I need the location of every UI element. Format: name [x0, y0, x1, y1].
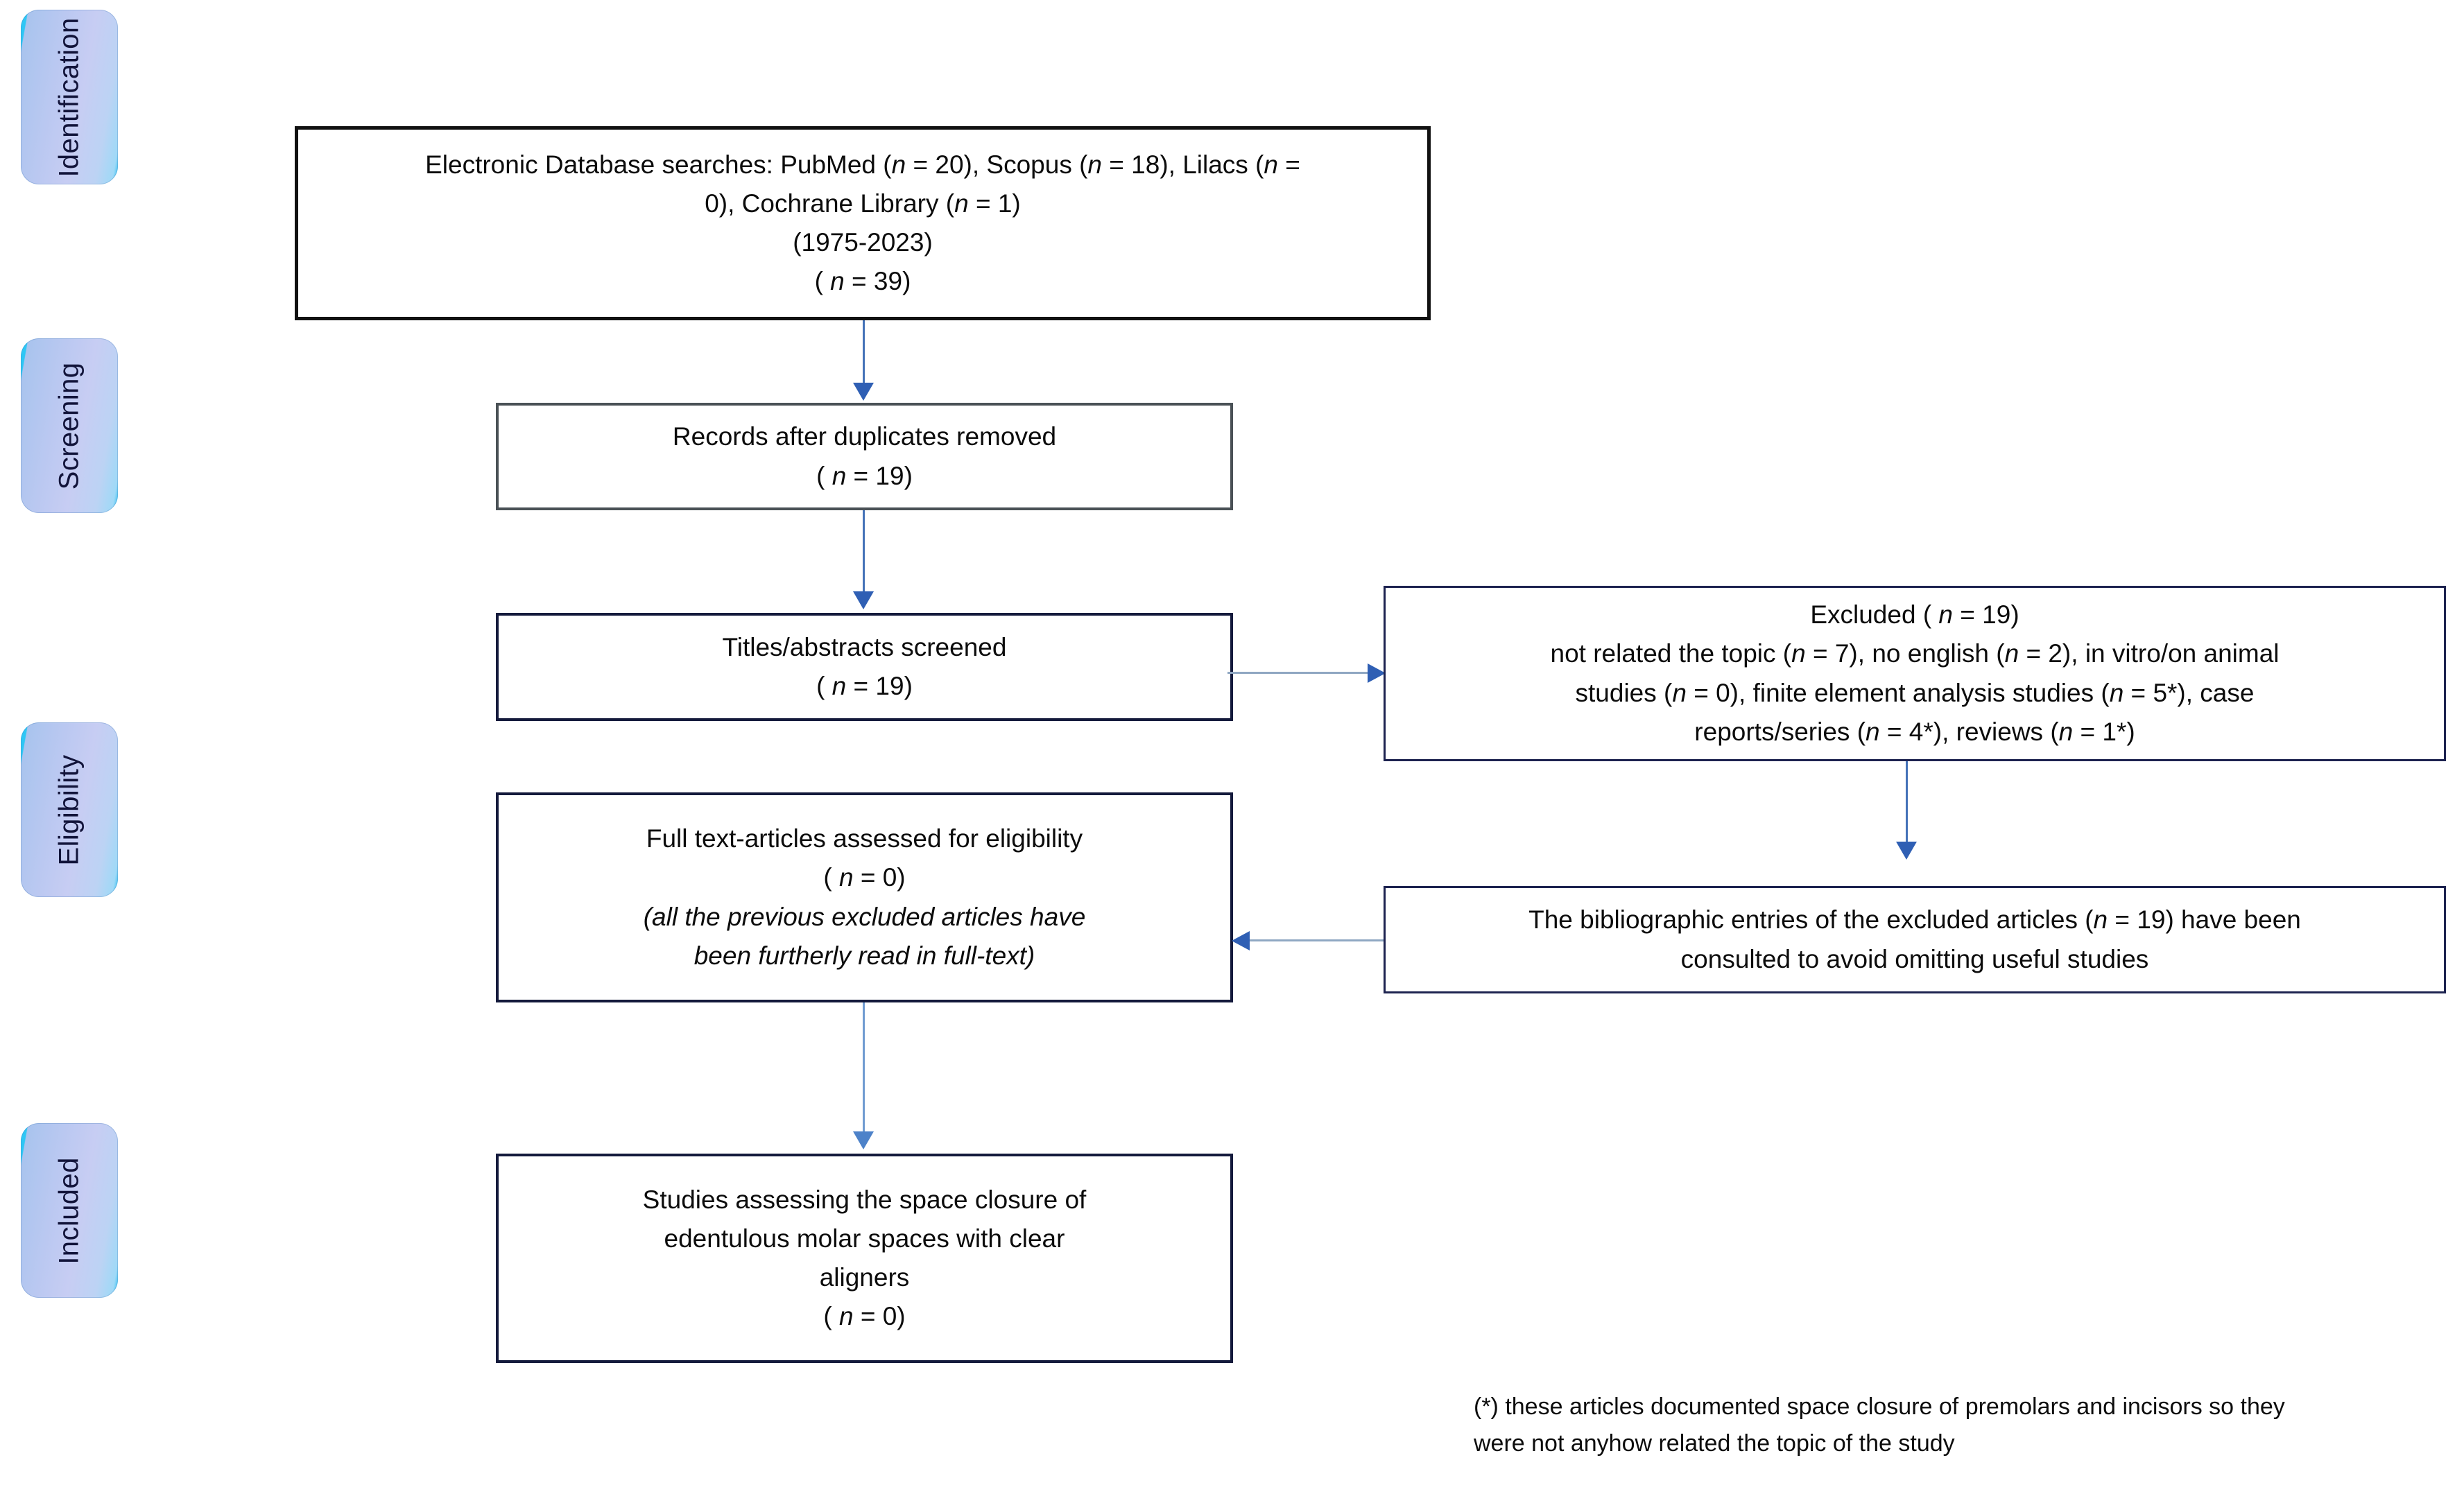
connector-bibliographic-to-full-text: [1248, 939, 1387, 941]
stage-pill-screening: Screening: [21, 338, 118, 513]
box-full-text-assessed-italic-2: been furtherly read in full-text): [693, 941, 1035, 970]
arrowhead-bibliographic-to-full-text: [1232, 931, 1250, 950]
stage-label-eligibility: Eligibility: [53, 754, 85, 866]
footnote-line-2: were not anyhow related the topic of the…: [1474, 1430, 1955, 1457]
arrowhead-full-text-to-included: [853, 1131, 874, 1149]
arrowhead-excluded-to-bibliographic: [1896, 842, 1917, 860]
box-identification-sources: Electronic Database searches: PubMed (n …: [295, 126, 1431, 320]
box-excluded-text: Excluded ( n = 19) not related the topic…: [1550, 600, 2280, 746]
box-excluded: Excluded ( n = 19) not related the topic…: [1384, 586, 2446, 761]
footnote-asterisk-note: (*) these articles documented space clos…: [1474, 1389, 2445, 1461]
connector-screened-to-excluded: [1227, 672, 1370, 674]
box-duplicates-removed: Records after duplicates removed ( n = 1…: [496, 403, 1233, 510]
stage-pill-eligibility: Eligibility: [21, 722, 118, 897]
stage-label-included: Included: [53, 1156, 85, 1265]
box-titles-screened: Titles/abstracts screened ( n = 19): [496, 613, 1233, 721]
stage-label-identification: Identification: [53, 17, 85, 177]
box-duplicates-removed-text: Records after duplicates removed ( n = 1…: [672, 422, 1057, 490]
stage-label-screening: Screening: [53, 362, 85, 489]
box-bibliographic-entries: The bibliographic entries of the exclude…: [1384, 886, 2446, 993]
arrowhead-screened-to-excluded: [1368, 663, 1386, 683]
arrowhead-duplicates-to-screened: [853, 591, 874, 609]
footnote-line-1: (*) these articles documented space clos…: [1474, 1393, 2285, 1420]
box-full-text-assessed: Full text-articles assessed for eligibil…: [496, 792, 1233, 1002]
box-included-studies: Studies assessing the space closure of e…: [496, 1154, 1233, 1363]
box-titles-screened-text: Titles/abstracts screened ( n = 19): [722, 632, 1007, 700]
box-identification-sources-text: Electronic Database searches: PubMed (n …: [425, 150, 1300, 296]
box-included-studies-text: Studies assessing the space closure of e…: [642, 1185, 1087, 1331]
box-full-text-assessed-text: Full text-articles assessed for eligibil…: [643, 824, 1086, 970]
box-bibliographic-entries-text: The bibliographic entries of the exclude…: [1528, 905, 2301, 973]
connector-excluded-to-bibliographic: [1906, 761, 1908, 844]
arrowhead-identification-to-duplicates: [853, 383, 874, 401]
stage-pill-identification: Identification: [21, 10, 118, 184]
connector-full-text-to-included: [863, 1002, 865, 1134]
box-full-text-assessed-italic-1: (all the previous excluded articles have: [643, 902, 1086, 931]
connector-duplicates-to-screened: [863, 510, 865, 593]
stage-pill-included: Included: [21, 1123, 118, 1298]
connector-identification-to-duplicates: [863, 320, 865, 385]
